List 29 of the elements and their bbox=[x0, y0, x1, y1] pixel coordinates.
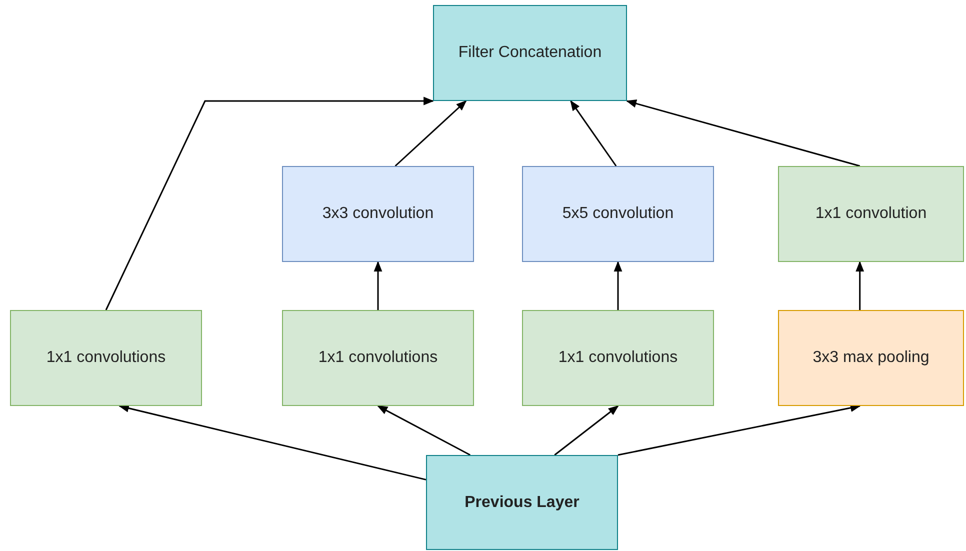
layer-box bbox=[10, 310, 202, 406]
layer-box bbox=[778, 166, 964, 262]
layer-label: 1x1 convolutions bbox=[318, 349, 438, 367]
arrow bbox=[626, 100, 860, 167]
arrow bbox=[618, 404, 861, 456]
arrow bbox=[554, 405, 619, 456]
layer-box bbox=[282, 310, 474, 406]
layer-box bbox=[778, 310, 964, 406]
layer-label: Previous Layer bbox=[464, 494, 580, 512]
arrow bbox=[377, 405, 471, 456]
layer-label: 3x3 convolution bbox=[322, 205, 434, 223]
layer-box bbox=[522, 166, 714, 262]
layer-label: 1x1 convolutions bbox=[558, 349, 678, 367]
arrow bbox=[105, 96, 434, 310]
arrow bbox=[394, 100, 467, 167]
arrow bbox=[614, 260, 622, 310]
input-layer-box bbox=[426, 455, 618, 550]
layer-label: 5x5 convolution bbox=[562, 205, 674, 223]
arrow bbox=[118, 404, 426, 480]
layer-label: Filter Concatenation bbox=[458, 44, 602, 62]
layer-box bbox=[282, 166, 474, 262]
arrow bbox=[570, 100, 617, 166]
layer-label: 1x1 convolutions bbox=[46, 349, 166, 367]
layer-label: 3x3 max pooling bbox=[812, 349, 930, 367]
arrow bbox=[856, 260, 864, 310]
layer-label: 1x1 convolution bbox=[815, 205, 927, 223]
layer-box bbox=[433, 5, 627, 101]
arrow bbox=[374, 260, 382, 310]
layer-box bbox=[522, 310, 714, 406]
